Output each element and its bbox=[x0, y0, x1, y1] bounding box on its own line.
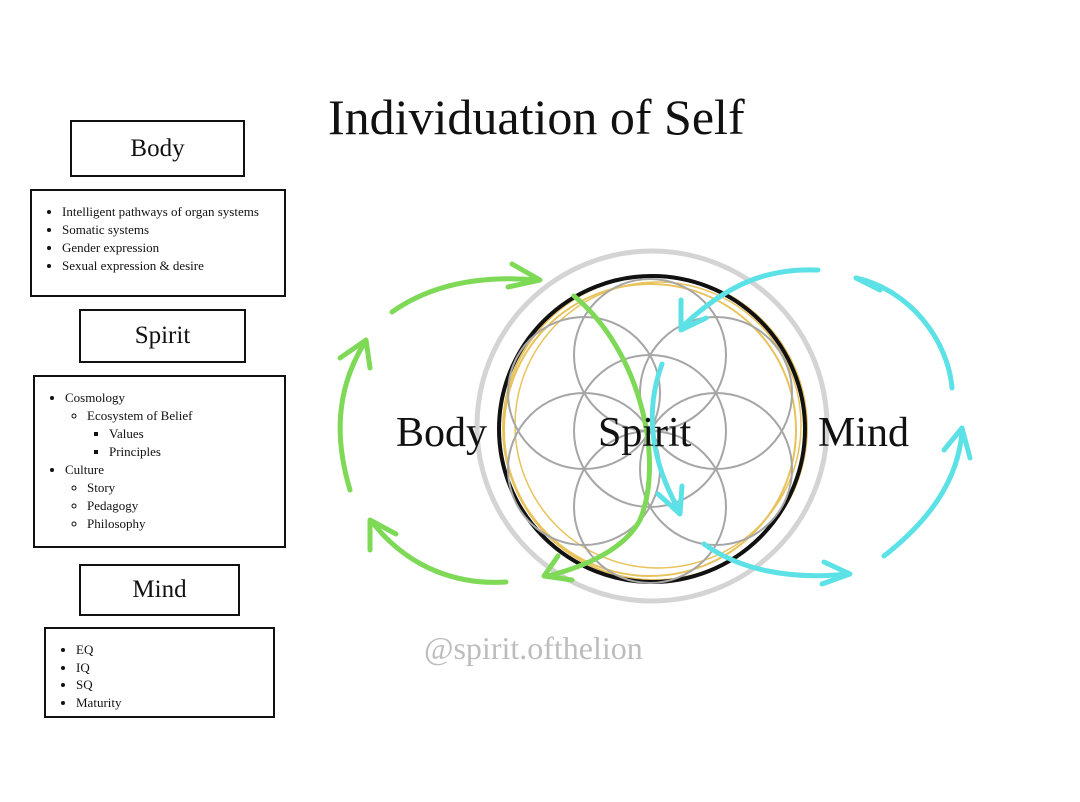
spirit-heading-box: Spirit bbox=[79, 309, 246, 363]
list-item-label: Cosmology bbox=[65, 390, 125, 405]
body-arrow-top bbox=[389, 276, 541, 315]
mind-arrow-cross bbox=[649, 361, 683, 515]
list-item: EQ bbox=[76, 641, 265, 659]
body-arrow-cross bbox=[545, 293, 652, 579]
mind-arrow-right-lower-head bbox=[941, 425, 973, 461]
list-item: Sexual expression & desire bbox=[62, 257, 276, 275]
outer-ring bbox=[474, 248, 830, 604]
mind-arrow-cross-head bbox=[655, 483, 685, 517]
body-arrow-bottom bbox=[369, 519, 509, 585]
list-item: Philosophy bbox=[87, 515, 276, 533]
mind-heading-box: Mind bbox=[79, 564, 240, 616]
list-item: Pedagogy bbox=[87, 497, 276, 515]
mind-arrow-bottom bbox=[701, 541, 851, 579]
body-arrow-cross-head bbox=[541, 553, 575, 583]
mind-heading: Mind bbox=[132, 576, 187, 603]
flower-circle bbox=[507, 316, 661, 470]
body-list-box: Intelligent pathways of organ systems So… bbox=[30, 189, 286, 297]
body-heading-box: Body bbox=[70, 120, 245, 177]
diagram-label-mind: Mind bbox=[818, 410, 909, 456]
mind-list: EQ IQ SQ Maturity bbox=[58, 641, 265, 711]
mind-arrow-top bbox=[681, 267, 821, 328]
mind-list-box: EQ IQ SQ Maturity bbox=[44, 627, 275, 718]
list-item: Somatic systems bbox=[62, 221, 276, 239]
list-item: Culture Story Pedagogy Philosophy bbox=[65, 461, 276, 533]
body-arrow-top-head bbox=[505, 261, 543, 290]
mind-arrow-right bbox=[853, 275, 955, 391]
mind-arrow-right-lower bbox=[881, 429, 965, 559]
list-item: Ecosystem of Belief Values Principles bbox=[87, 407, 276, 461]
mind-arrow-bottom-head bbox=[819, 559, 853, 587]
list-item: SQ bbox=[76, 676, 265, 694]
body-heading: Body bbox=[130, 134, 185, 162]
spirit-list: Cosmology Ecosystem of Belief Values Pri… bbox=[47, 389, 276, 533]
body-list: Intelligent pathways of organ systems So… bbox=[44, 203, 276, 275]
mind-arrow-right-head bbox=[853, 275, 883, 293]
list-item: IQ bbox=[76, 659, 265, 677]
list-item: Intelligent pathways of organ systems bbox=[62, 203, 276, 221]
watermark: @spirit.ofthelion bbox=[424, 630, 643, 666]
list-item-label: Culture bbox=[65, 462, 104, 477]
diagram-label-spirit: Spirit bbox=[598, 410, 692, 456]
list-item-label: Ecosystem of Belief bbox=[87, 408, 193, 423]
body-arrow-left-head bbox=[337, 337, 373, 371]
diagram-label-body: Body bbox=[396, 410, 487, 456]
mind-arrow-top-head bbox=[678, 297, 709, 333]
list-item: Values bbox=[109, 425, 276, 443]
list-item: Story bbox=[87, 479, 276, 497]
gold-ring bbox=[503, 283, 797, 577]
list-item: Cosmology Ecosystem of Belief Values Pri… bbox=[65, 389, 276, 461]
list-item: Maturity bbox=[76, 694, 265, 712]
body-arrow-bottom-head bbox=[367, 517, 399, 553]
spirit-list-box: Cosmology Ecosystem of Belief Values Pri… bbox=[33, 375, 286, 548]
page-title: Individuation of Self bbox=[328, 89, 745, 145]
list-item: Principles bbox=[109, 443, 276, 461]
flower-circle bbox=[639, 316, 793, 470]
list-item: Gender expression bbox=[62, 239, 276, 257]
flower-circle bbox=[639, 392, 793, 546]
body-arrow-left bbox=[337, 339, 368, 493]
spirit-heading: Spirit bbox=[134, 322, 191, 349]
